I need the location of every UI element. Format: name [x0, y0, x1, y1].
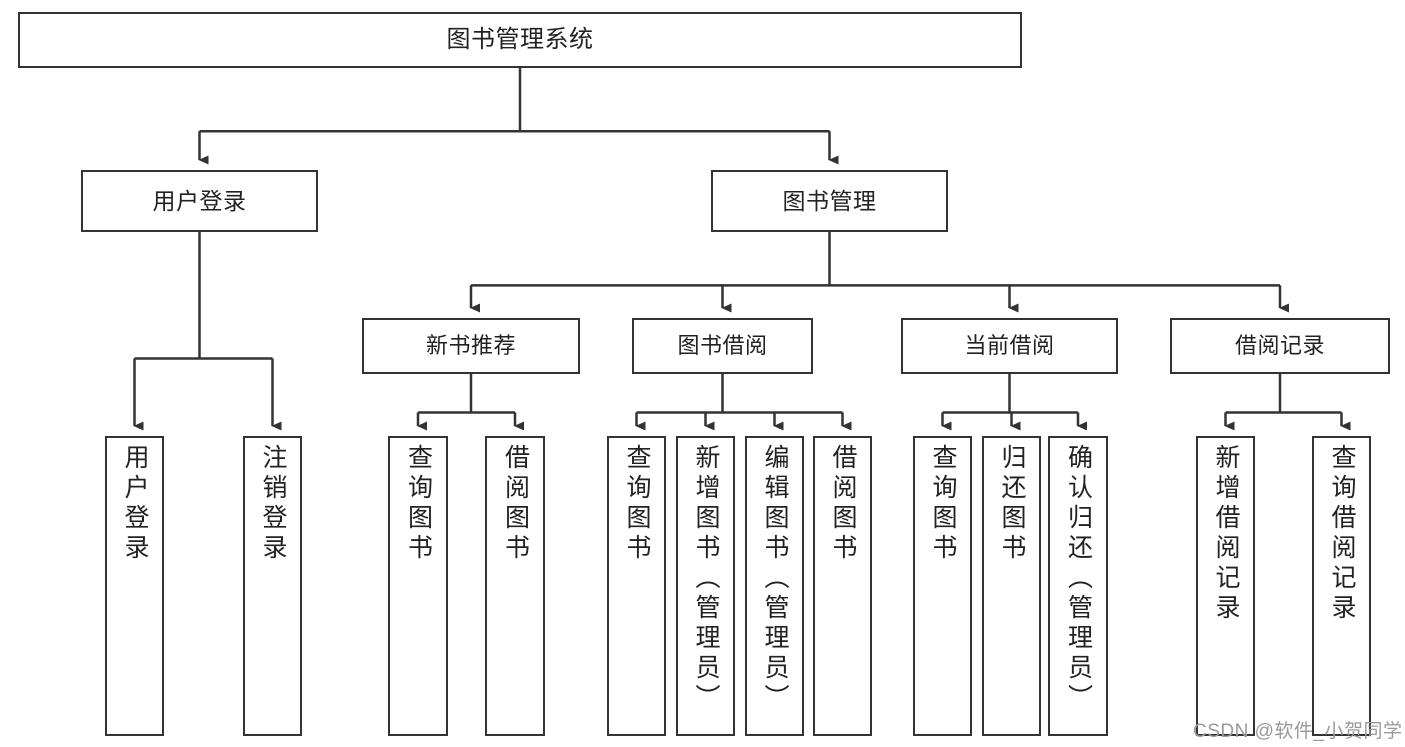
node-root[interactable]: 图书管理系统: [18, 12, 1022, 68]
node-leaf-return-book[interactable]: 归还图书: [982, 436, 1041, 736]
node-borrow-record-label: 借阅记录: [1234, 333, 1325, 359]
node-current-borrow[interactable]: 当前借阅: [901, 318, 1118, 374]
node-leaf-borrow-book-2[interactable]: 借阅图书: [813, 436, 872, 736]
node-leaf-edit-book[interactable]: 编辑图书（管理员）: [745, 436, 804, 736]
node-leaf-add-record-label: 新增借阅记录: [1212, 444, 1240, 624]
node-new-book-rec[interactable]: 新书推荐: [362, 318, 580, 374]
node-leaf-query-book-2[interactable]: 查询图书: [607, 436, 666, 736]
node-leaf-query-book-1[interactable]: 查询图书: [388, 436, 448, 736]
node-leaf-user-logout[interactable]: 注销登录: [243, 436, 302, 736]
node-current-borrow-label: 当前借阅: [964, 333, 1055, 359]
node-leaf-return-book-label: 归还图书: [998, 444, 1026, 564]
node-new-book-rec-label: 新书推荐: [425, 333, 516, 359]
node-user-login[interactable]: 用户登录: [81, 170, 318, 232]
node-leaf-query-book-3-label: 查询图书: [929, 444, 957, 564]
node-leaf-confirm-return[interactable]: 确认归还（管理员）: [1048, 436, 1108, 736]
node-leaf-add-record[interactable]: 新增借阅记录: [1196, 436, 1255, 736]
node-leaf-query-book-2-label: 查询图书: [623, 444, 651, 564]
csdn-watermark: CSDN @软件_小贺同学: [1193, 721, 1403, 742]
node-leaf-borrow-book-2-label: 借阅图书: [829, 444, 857, 564]
node-book-borrow-label: 图书借阅: [677, 333, 768, 359]
node-leaf-user-logout-label: 注销登录: [259, 444, 287, 564]
node-leaf-user-login[interactable]: 用户登录: [105, 436, 164, 736]
node-leaf-query-record[interactable]: 查询借阅记录: [1312, 436, 1371, 736]
node-leaf-borrow-book-1[interactable]: 借阅图书: [485, 436, 545, 736]
node-leaf-confirm-return-label: 确认归还（管理员）: [1064, 444, 1093, 714]
node-leaf-user-login-label: 用户登录: [121, 444, 149, 564]
node-borrow-record[interactable]: 借阅记录: [1170, 318, 1390, 374]
node-book-manage[interactable]: 图书管理: [711, 170, 948, 232]
node-book-borrow[interactable]: 图书借阅: [632, 318, 813, 374]
node-leaf-query-book-3[interactable]: 查询图书: [913, 436, 972, 736]
node-root-label: 图书管理系统: [446, 26, 594, 54]
node-book-manage-label: 图书管理: [782, 187, 877, 214]
node-leaf-query-record-label: 查询借阅记录: [1328, 444, 1356, 624]
node-leaf-add-book-label: 新增图书（管理员）: [692, 444, 720, 714]
node-user-login-label: 用户登录: [152, 187, 247, 214]
node-leaf-edit-book-label: 编辑图书（管理员）: [761, 444, 789, 714]
node-leaf-borrow-book-1-label: 借阅图书: [501, 444, 530, 564]
node-leaf-query-book-1-label: 查询图书: [404, 444, 433, 564]
node-leaf-add-book[interactable]: 新增图书（管理员）: [676, 436, 735, 736]
